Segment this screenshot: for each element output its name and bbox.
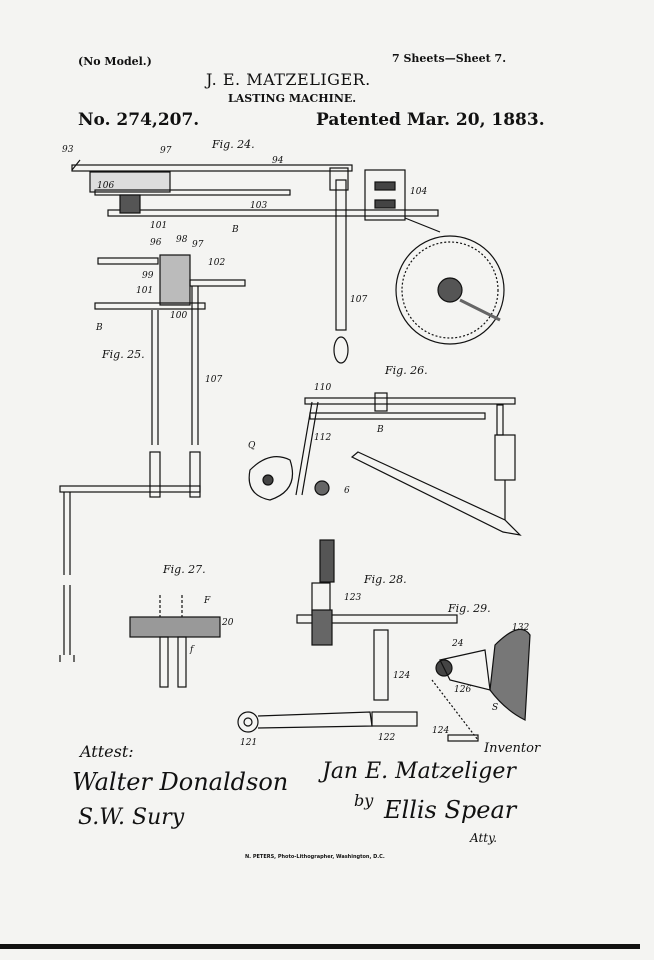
ref-label: 106 — [97, 181, 114, 191]
ref-label: B — [95, 323, 103, 333]
witness-signature-2: S.W. Sury — [78, 805, 185, 830]
fig28-label: Fig. 28. — [363, 573, 407, 586]
ref-label: 104 — [410, 187, 427, 197]
ref-label: Q — [248, 441, 256, 451]
ref-label: 97 — [192, 240, 204, 250]
ref-label: 123 — [344, 593, 361, 603]
ref-label: B — [231, 225, 239, 235]
ref-label: B — [376, 425, 384, 435]
ref-label: 124 — [432, 726, 449, 736]
ref-label: 132 — [512, 623, 529, 633]
fig27-label: Fig. 27. — [162, 563, 206, 576]
printer-credit: N. PETERS, Photo-Lithographer, Washingto… — [245, 854, 385, 860]
ref-label: 94 — [272, 156, 284, 166]
attorney-signature: Ellis Spear — [383, 796, 518, 824]
ref-label: 110 — [314, 383, 331, 393]
ref-label: 101 — [136, 286, 153, 296]
by-label: by — [354, 791, 374, 810]
ref-label: 96 — [150, 238, 162, 248]
ref-label: 107 — [350, 295, 367, 305]
ref-label: 99 — [142, 271, 154, 281]
inventor-signature: Jan E. Matzeliger — [318, 759, 517, 784]
fig25-label: Fig. 25. — [101, 348, 145, 361]
ref-label: 103 — [250, 201, 267, 211]
inventor-name: J. E. MATZELIGER. — [206, 70, 371, 89]
ref-label: 98 — [176, 235, 188, 245]
ref-label: 112 — [314, 433, 331, 443]
figure-29: Fig. 29. 132 24 126 S 121 122 124 — [237, 602, 531, 748]
attorney-label: Atty. — [469, 831, 497, 845]
ref-label: 97 — [160, 146, 172, 156]
attest-label: Attest: — [78, 742, 134, 761]
fig29-label: Fig. 29. — [447, 602, 491, 615]
inventor-label: Inventor — [483, 741, 541, 756]
ref-label: 121 — [240, 738, 257, 748]
patent-number: No. 274,207. — [78, 110, 200, 130]
ref-label: 102 — [208, 258, 225, 268]
patent-title: LASTING MACHINE. — [228, 92, 357, 105]
ref-label: 24 — [451, 639, 464, 649]
ref-label: 107 — [205, 375, 222, 385]
ref-label: S — [492, 703, 498, 713]
fig26-label: Fig. 26. — [384, 364, 428, 377]
figure-24: Fig. 24. 93 97 94 106 104 101 103 B — [62, 138, 505, 364]
figure-26: Fig. 26. 110 112 B Q 6 — [248, 364, 522, 536]
ref-label: 126 — [454, 685, 471, 695]
fig24-label: Fig. 24. — [211, 138, 255, 151]
figure-27: Fig. 27. F 20 f — [129, 563, 234, 688]
ref-label: 20 — [221, 618, 234, 628]
sheet-count: 7 Sheets—Sheet 7. — [392, 52, 507, 65]
witness-signature-1: Walter Donaldson — [72, 768, 288, 796]
ref-label: f — [189, 645, 195, 655]
ref-label: 124 — [393, 671, 410, 681]
ref-label: 100 — [170, 311, 187, 321]
ref-label: 6 — [344, 486, 350, 496]
no-model-note: (No Model.) — [78, 55, 152, 68]
signature-block: Attest: Walter Donaldson S.W. Sury Inven… — [72, 741, 541, 845]
ref-label: F — [203, 596, 211, 606]
ref-label: 93 — [62, 145, 74, 155]
figure-28: Fig. 28. 123 124 — [296, 539, 458, 701]
patent-date: Patented Mar. 20, 1883. — [316, 110, 545, 130]
figure-25: Fig. 25. 96 98 97 99 101 100 102 B 107 1… — [59, 235, 367, 662]
ref-label: 122 — [378, 733, 395, 743]
ref-label: 101 — [150, 221, 167, 231]
bottom-border — [0, 944, 640, 949]
